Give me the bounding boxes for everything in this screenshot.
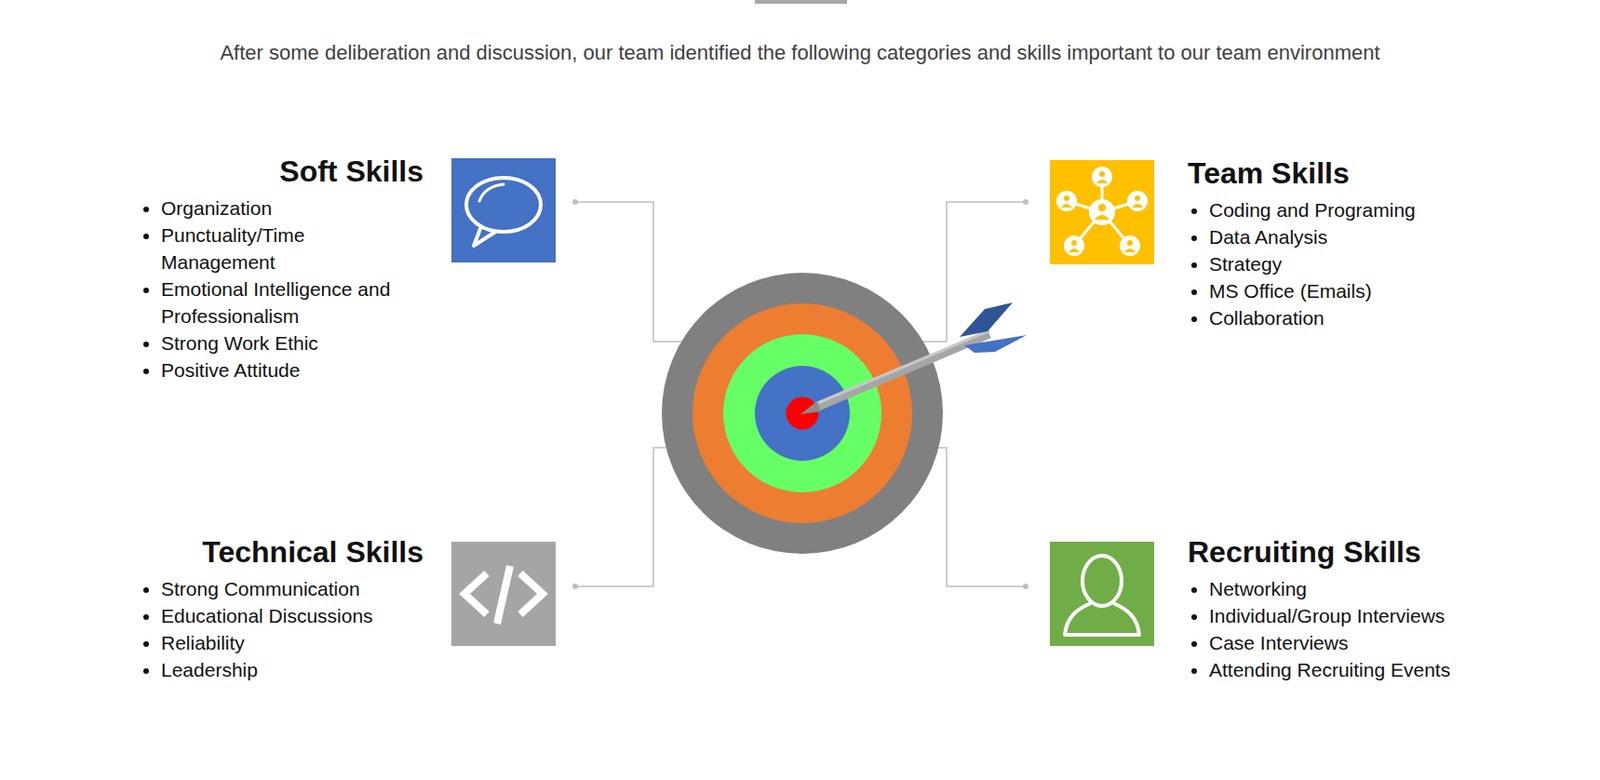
leader-line <box>575 201 689 342</box>
person-outline <box>1064 555 1140 635</box>
skill-group: Soft SkillsOrganizationPunctuality/Time … <box>139 153 424 388</box>
skill-item: Punctuality/Time Management <box>161 221 424 276</box>
person-icon <box>1049 541 1155 646</box>
skill-item: Educational Discussions <box>161 602 424 630</box>
skill-item: Attending Recruiting Events <box>1209 656 1579 684</box>
skill-group: Technical SkillsStrong CommunicationEduc… <box>139 534 424 687</box>
leader-dot <box>1022 583 1029 590</box>
network-glyphs <box>1061 171 1143 253</box>
icon-tile <box>1049 541 1155 646</box>
target-ring <box>661 272 943 554</box>
leader-dot <box>1022 199 1029 205</box>
skill-item: Coding and Programing <box>1209 196 1579 224</box>
skill-item: MS Office (Emails) <box>1209 277 1579 305</box>
skill-item: Strong Work Ethic <box>161 329 424 357</box>
leader-line <box>930 447 1026 587</box>
skill-item: Strategy <box>1209 250 1579 278</box>
skill-item: Strong Communication <box>161 575 424 603</box>
dart <box>800 302 1027 415</box>
skill-item: Case Interviews <box>1209 629 1579 657</box>
network-icon <box>1049 160 1155 265</box>
icon-tile <box>451 541 556 646</box>
leader-line <box>921 201 1026 342</box>
target-ring <box>692 303 913 524</box>
leader-dots <box>572 199 1029 590</box>
top-bar <box>754 0 848 4</box>
leader-line <box>575 447 675 587</box>
target-ring <box>723 334 882 493</box>
skill-list: Coding and ProgramingData AnalysisStrate… <box>1187 196 1579 332</box>
skill-item: Individual/Group Interviews <box>1209 602 1579 630</box>
bubble <box>466 177 541 232</box>
dart-fletching <box>959 302 1013 337</box>
skill-item: Collaboration <box>1209 304 1579 332</box>
dart-shaft-highlight <box>815 330 990 404</box>
skill-list: Strong CommunicationEducational Discussi… <box>139 575 424 684</box>
leader-dot <box>572 199 579 205</box>
skill-group: Recruiting SkillsNetworkingIndividual/Gr… <box>1187 534 1579 687</box>
target-ring <box>754 365 850 461</box>
leader-dot <box>572 583 579 590</box>
target <box>661 272 943 554</box>
speech-icon <box>451 158 556 263</box>
subtitle: After some deliberation and discussion, … <box>0 40 1600 66</box>
skill-item: Organization <box>161 194 424 222</box>
skill-list: OrganizationPunctuality/Time ManagementE… <box>139 194 424 384</box>
leader-lines <box>575 201 1026 587</box>
skill-item: Emotional Intelligence and Professionali… <box>161 275 424 330</box>
skill-item: Positive Attitude <box>161 356 424 384</box>
skill-item: Networking <box>1209 575 1579 603</box>
bubble-highlight <box>479 184 504 202</box>
category-heading: Team Skills <box>1187 155 1579 191</box>
network-links <box>1066 176 1138 246</box>
icon-tile <box>1049 160 1155 265</box>
network-people <box>1056 166 1148 256</box>
skill-item: Leadership <box>161 656 424 684</box>
skill-item: Reliability <box>161 629 424 657</box>
category-heading: Technical Skills <box>139 534 424 570</box>
code-glyph <box>464 565 543 624</box>
code-icon <box>451 541 556 646</box>
category-heading: Soft Skills <box>139 153 424 189</box>
category-heading: Recruiting Skills <box>1187 534 1579 570</box>
skill-list: NetworkingIndividual/Group InterviewsCas… <box>1187 575 1579 684</box>
dart-fletching <box>964 335 1027 353</box>
dart-tip <box>800 401 821 415</box>
skill-item: Data Analysis <box>1209 223 1579 251</box>
dart-shaft <box>815 334 990 408</box>
skill-group: Team SkillsCoding and ProgramingData Ana… <box>1187 155 1579 336</box>
icon-tile <box>451 158 556 263</box>
